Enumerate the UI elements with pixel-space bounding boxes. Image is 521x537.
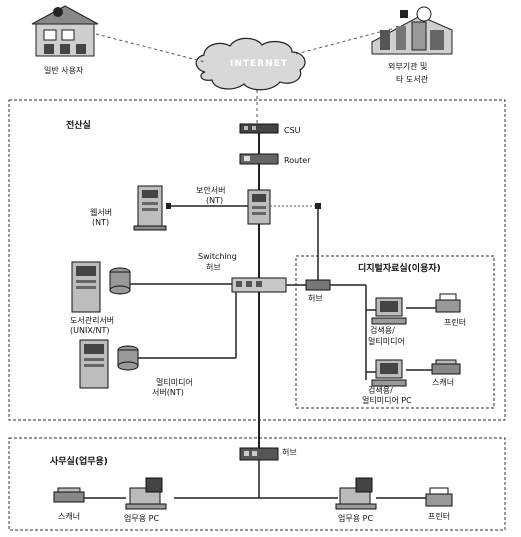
search-mm-pc-label-2: 멀티미디어 PC: [362, 396, 412, 405]
digital-printer-label: 프린터: [444, 318, 467, 327]
digital-room-hub-device: [305, 279, 331, 291]
general-user-label: 일반 사용자: [44, 66, 84, 75]
office-hub-label: 허브: [282, 448, 297, 457]
web-server-icon: [133, 185, 167, 231]
office-printer-label: 프린터: [428, 512, 451, 521]
search-mm-pc-label-1: 검색용/: [368, 386, 393, 395]
internet-cloud: [195, 37, 306, 91]
work-pc-right-label: 업무용 PC: [338, 514, 374, 523]
digital-scanner-label: 스캐너: [432, 378, 455, 387]
digital-scanner-icon: [431, 359, 461, 375]
security-server-label-1: 보안서버: [196, 186, 226, 195]
multimedia-server-icon: [79, 339, 139, 389]
office-title: 사무실(업무용): [50, 457, 108, 467]
external-organization-icon: [371, 6, 453, 55]
search-mm-label-2: 멀티미디어: [368, 337, 405, 346]
multimedia-server-label-1: 멀티미디어: [156, 378, 193, 387]
work-pc-left-icon: [125, 477, 167, 510]
office-scanner-icon: [53, 487, 85, 503]
search-mm-label-1: 검색용/: [370, 326, 395, 335]
switching-hub-label-1: Switching: [198, 252, 237, 261]
link-external-cloud: [295, 27, 396, 55]
digital-room-title: 디지털자료실(이용자): [358, 264, 441, 274]
internet-label: INTERNET: [230, 59, 288, 69]
router-label: Router: [284, 156, 311, 165]
switching-hub-label-2: 허브: [206, 263, 221, 272]
router-device: [239, 153, 279, 165]
multimedia-server-label-2: 서버(NT): [152, 388, 184, 397]
csu-label: CSU: [284, 126, 301, 135]
external-label-line1: 외부기관 및: [388, 62, 428, 71]
computer-room-box: [8, 99, 506, 421]
external-label-line2: 타 도서관: [396, 75, 428, 84]
library-server-label-2: (UNIX/NT): [70, 326, 110, 335]
office-scanner-label: 스캐너: [58, 512, 81, 521]
work-pc-right-icon: [335, 477, 377, 510]
work-pc-left-label: 업무용 PC: [124, 514, 160, 523]
office-hub-device: [239, 447, 279, 461]
security-server-icon: [247, 189, 271, 225]
search-multimedia-pc-1-icon: [371, 297, 407, 325]
web-server-label-1: 웹서버: [90, 208, 113, 217]
security-server-label-2: (NT): [206, 196, 224, 205]
link-general-user-cloud: [95, 33, 206, 63]
switching-hub-device: [231, 277, 287, 293]
search-multimedia-pc-2-icon: [371, 359, 407, 387]
csu-device: [239, 123, 279, 134]
library-server-icon: [71, 261, 131, 313]
computer-room-title: 전산실: [66, 121, 91, 131]
library-server-label-1: 도서관리서버: [70, 316, 115, 325]
web-server-label-2: (NT): [92, 218, 110, 227]
general-user-icon: [31, 5, 99, 57]
office-printer-icon: [425, 487, 453, 507]
digital-hub-label: 허브: [308, 294, 323, 303]
digital-printer-icon: [435, 293, 461, 313]
office-box: [8, 437, 506, 531]
